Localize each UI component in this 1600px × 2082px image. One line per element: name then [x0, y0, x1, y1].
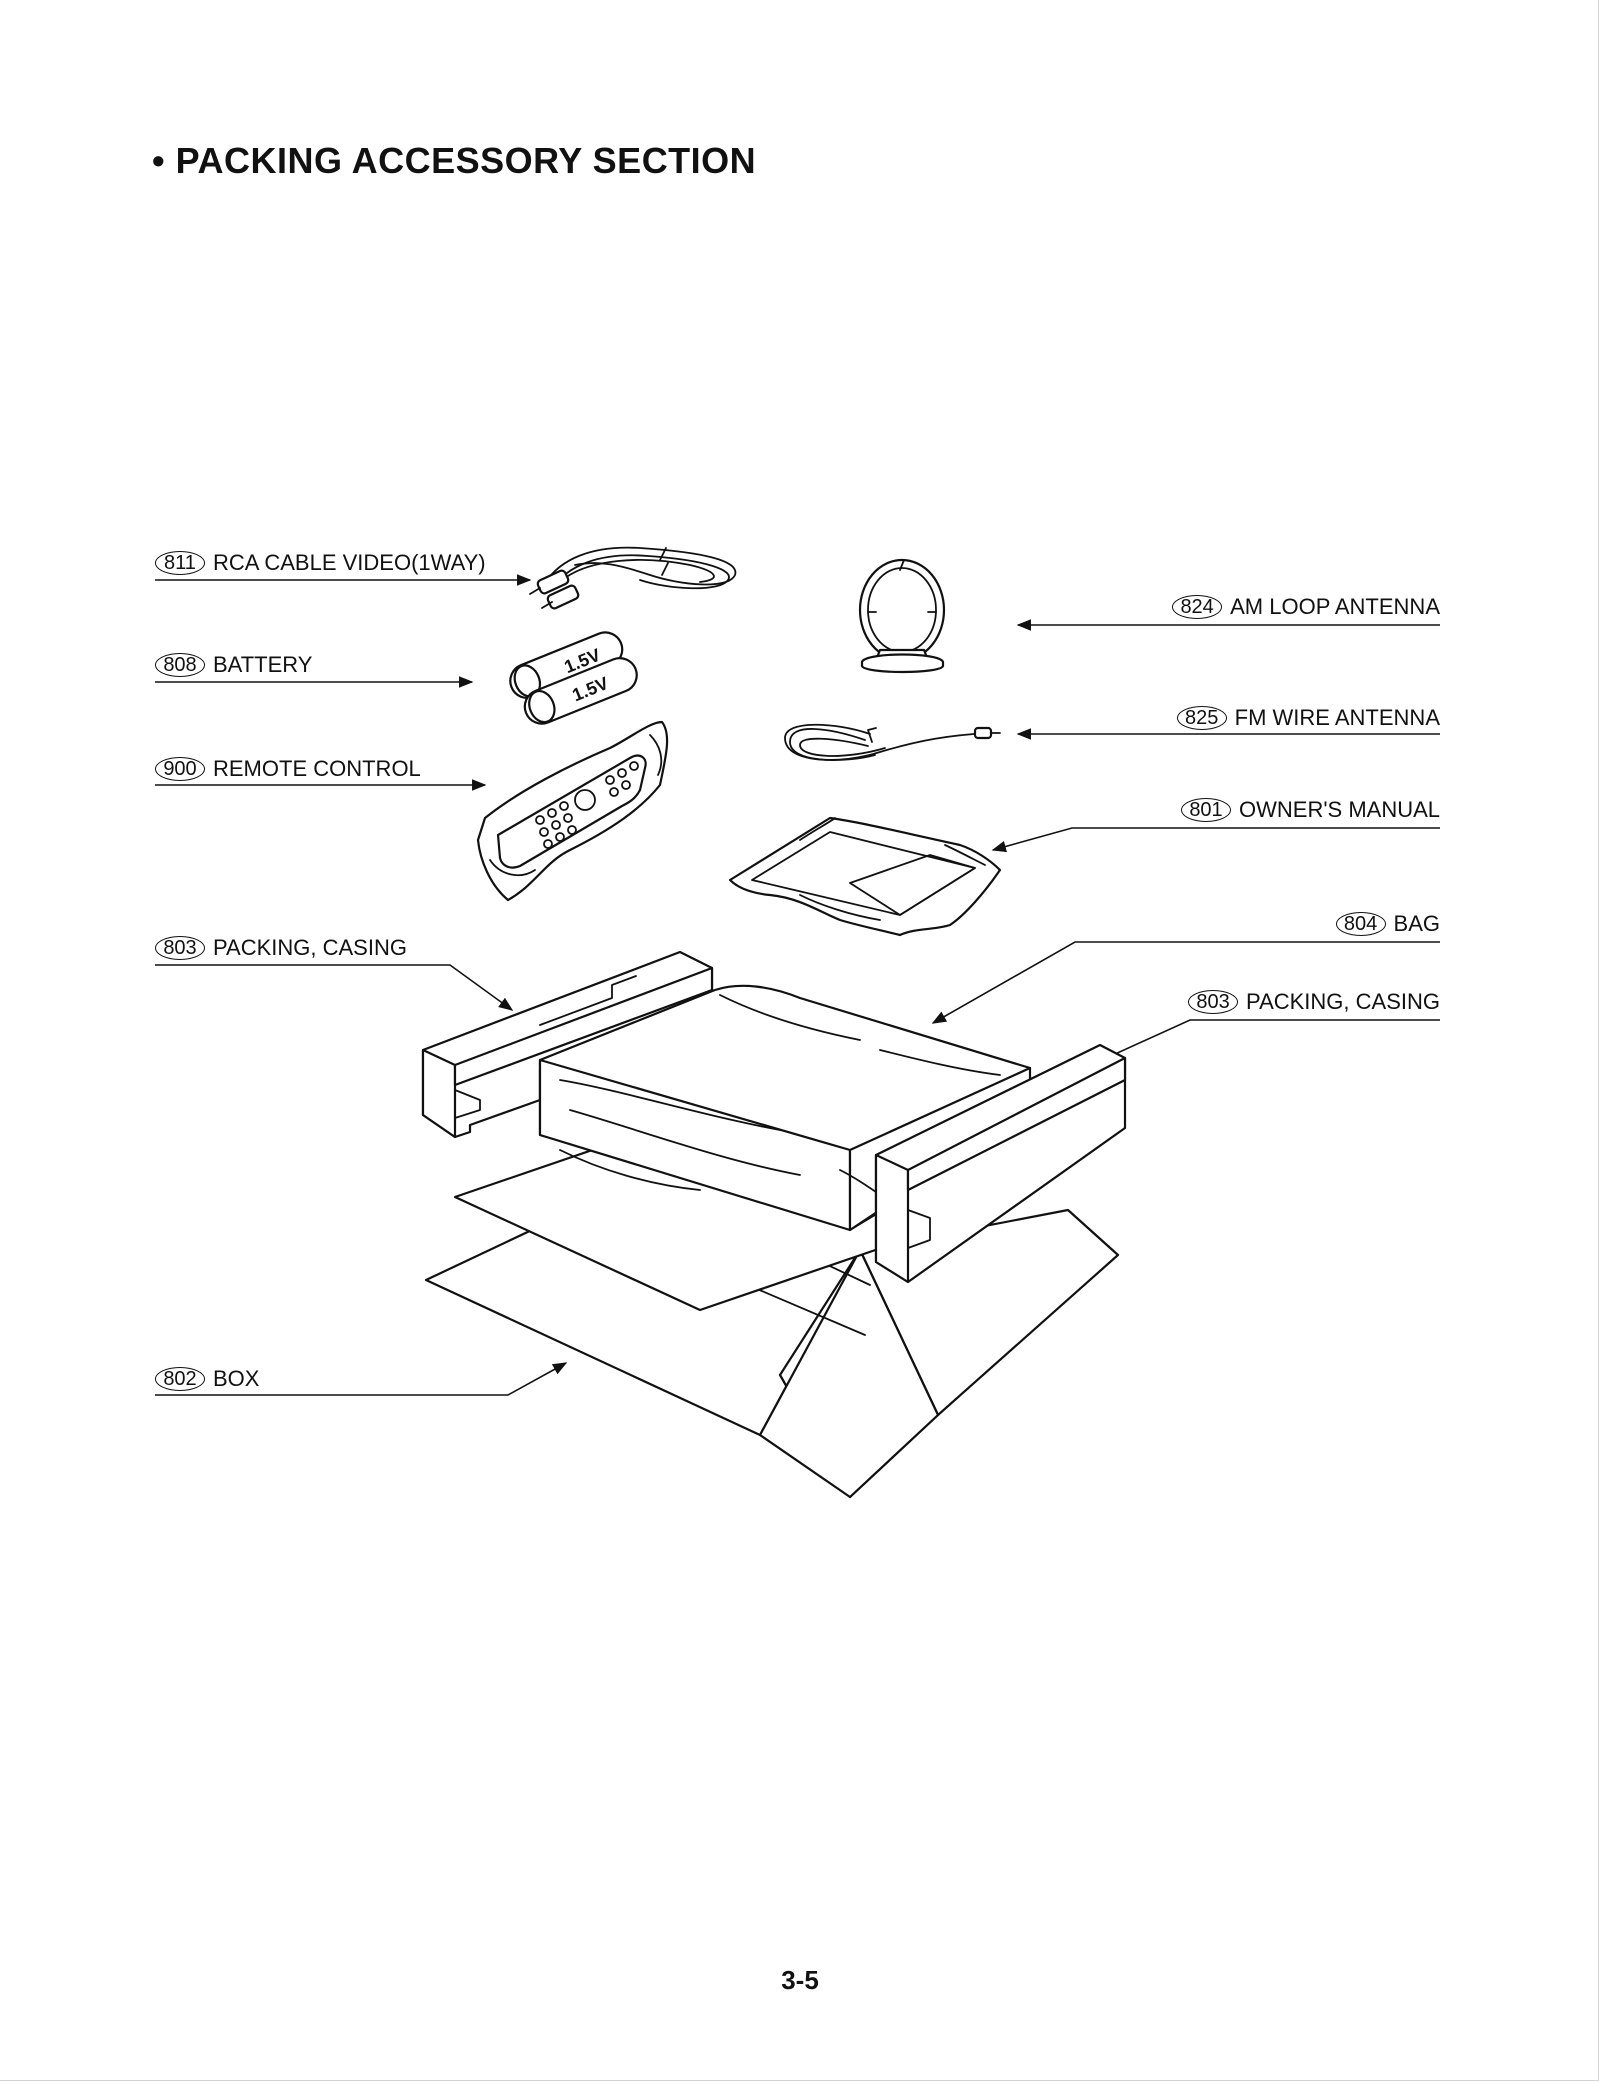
callout-owners-manual: 801 OWNER'S MANUAL	[1040, 793, 1440, 827]
rca-cable-illustration	[529, 546, 737, 610]
callout-packing-casing-left: 803 PACKING, CASING	[155, 931, 407, 965]
callout-am-loop-antenna: 824 AM LOOP ANTENNA	[1040, 590, 1440, 624]
battery-illustration: 1.5V 1.5V	[509, 631, 638, 725]
callout-label: OWNER'S MANUAL	[1239, 797, 1440, 822]
callout-number: 802	[155, 1367, 205, 1391]
callout-number: 808	[155, 653, 205, 677]
callout-rca-cable: 811 RCA CABLE VIDEO(1WAY)	[155, 546, 486, 580]
section-title: • PACKING ACCESSORY SECTION	[152, 140, 757, 181]
callout-label: BOX	[213, 1366, 260, 1391]
owners-manual-illustration	[728, 816, 1002, 937]
leader-owners-manual	[991, 827, 1440, 853]
callout-battery: 808 BATTERY	[155, 648, 312, 682]
callout-number: 804	[1335, 912, 1386, 936]
callout-number: 900	[155, 757, 205, 781]
callout-label: REMOTE CONTROL	[213, 756, 421, 781]
callout-label: RCA CABLE VIDEO(1WAY)	[213, 550, 486, 575]
callout-label: BAG	[1393, 911, 1440, 936]
callout-remote-control: 900 REMOTE CONTROL	[155, 752, 421, 786]
leader-bag	[931, 941, 1440, 1024]
callout-number: 825	[1176, 706, 1227, 730]
callout-number: 803	[155, 936, 205, 960]
callout-number: 824	[1172, 595, 1223, 619]
packing-casing-right-illustration	[874, 1043, 1127, 1284]
fm-wire-antenna-illustration	[784, 723, 1001, 761]
callout-label: PACKING, CASING	[213, 935, 407, 960]
leader-box	[155, 1362, 568, 1396]
callout-number: 801	[1181, 798, 1231, 822]
callout-fm-wire-antenna: 825 FM WIRE ANTENNA	[1040, 701, 1440, 735]
callout-packing-casing-right: 803 PACKING, CASING	[1040, 985, 1440, 1019]
callout-label: BATTERY	[213, 652, 313, 677]
packing-casing-left-illustration	[421, 950, 714, 1139]
callout-box: 802 BOX	[155, 1362, 259, 1396]
callout-number: 803	[1188, 990, 1239, 1014]
page-number: 3-5	[781, 1965, 819, 1995]
callout-label: AM LOOP ANTENNA	[1230, 594, 1440, 619]
callout-number: 811	[155, 551, 205, 575]
am-loop-antenna-illustration	[858, 558, 946, 674]
leader-packing-casing-right	[1078, 1019, 1440, 1071]
box-illustration	[424, 1118, 1120, 1499]
callout-bag: 804 BAG	[1040, 907, 1440, 941]
remote-control-illustration	[476, 720, 669, 902]
leader-packing-casing-left	[155, 964, 514, 1011]
callout-label: FM WIRE ANTENNA	[1234, 705, 1440, 730]
callout-label: PACKING, CASING	[1246, 989, 1440, 1014]
